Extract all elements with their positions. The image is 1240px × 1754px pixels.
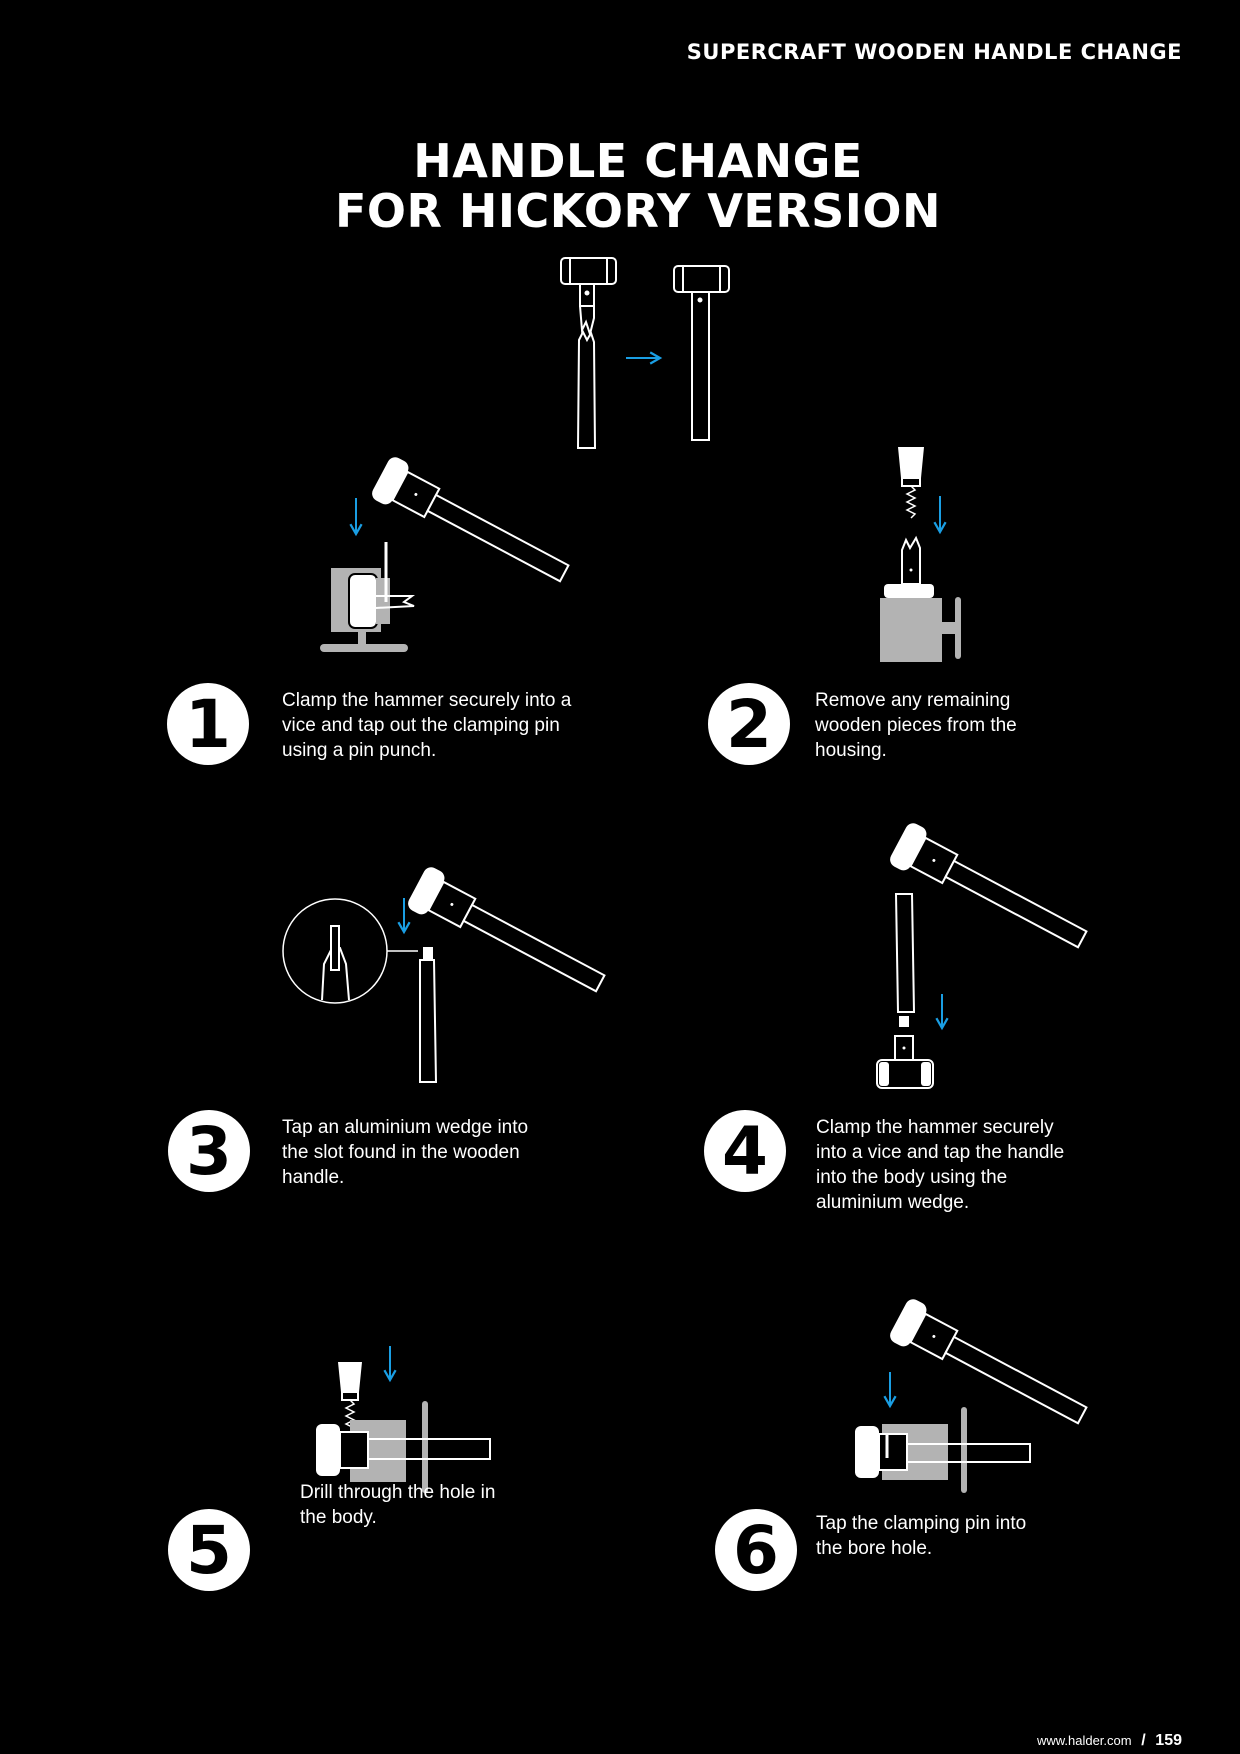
step-number-4: 4 [704,1110,786,1192]
step-number-6: 6 [715,1509,797,1591]
step-6-illustration [855,1299,1088,1493]
step-number-5: 5 [168,1509,250,1591]
page-number: 159 [1155,1732,1182,1749]
title-line-2: FOR HICKORY VERSION [334,184,942,238]
step-text-4: Clamp the hammer securely into a vice an… [816,1117,1065,1213]
page-footer: www.halder.com / 159 [1037,1732,1182,1750]
title-line-1: HANDLE CHANGE [413,134,863,188]
footer-separator: / [1141,1732,1146,1749]
footer-url: www.halder.com [1036,1733,1132,1748]
step-number-2: 2 [708,683,790,765]
step-3-illustration [282,867,606,1083]
step-text-2: Remove any remaining wooden pieces from … [815,690,1017,761]
step-text-1: Clamp the hammer securely into a vice an… [282,690,572,761]
broken-hammer-illustration [560,257,617,449]
step-text-3: Tap an aluminium wedge into the slot fou… [282,1117,529,1188]
running-header: SUPERCRAFT WOODEN HANDLE CHANGE [686,40,1182,64]
new-hammer-illustration [673,265,730,441]
step-5-illustration [316,1346,491,1493]
step-1-illustration [320,457,570,652]
step-number-1: 1 [167,683,249,765]
step-number-3: 3 [168,1110,250,1192]
step-2-illustration [880,447,961,662]
page-title: HANDLE CHANGE FOR HICKORY VERSION [0,136,1240,236]
step-text-5: Drill through the hole in the body. [300,1482,496,1528]
step-4-illustration [876,823,1088,1089]
step-text-6: Tap the clamping pin into the bore hole. [816,1513,1027,1559]
